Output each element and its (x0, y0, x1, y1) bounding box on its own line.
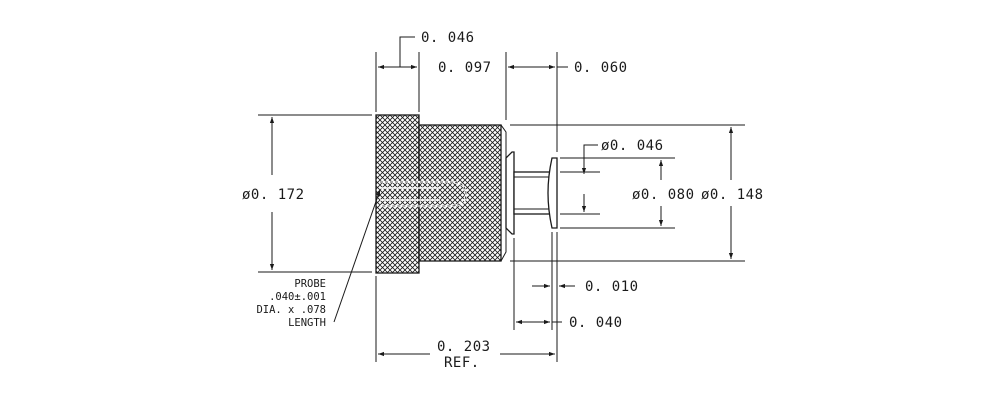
knurled-flange (375, 114, 420, 274)
probe-note-line-4: LENGTH (288, 317, 326, 329)
dimension-0-046-top: 0. 046 (421, 30, 475, 46)
collar (505, 151, 515, 235)
dimension-dia-0-080: ø0. 080 (632, 187, 695, 203)
probe-note: PROBE .040±.001 DIA. x .078 LENGTH (256, 278, 326, 329)
dimension-dia-0-046: ø0. 046 (601, 138, 664, 154)
dimension-0-203: 0. 203 (437, 339, 491, 355)
dimension-dia-0-148: ø0. 148 (701, 187, 764, 203)
dimension-dia-0-172: ø0. 172 (242, 187, 305, 203)
probe-note-line-3: DIA. x .078 (256, 304, 326, 316)
knurled-barrel (418, 124, 502, 262)
dimension-geometry (258, 36, 745, 362)
dimension-0-040: 0. 040 (569, 315, 623, 331)
connector-body (375, 114, 558, 274)
pin-head (547, 157, 558, 229)
pin-shaft (513, 171, 553, 215)
barrel-taper (500, 124, 507, 262)
dimension-0-010: 0. 010 (585, 279, 639, 295)
probe-note-line-1: PROBE (294, 278, 326, 290)
probe-note-line-2: .040±.001 (269, 291, 326, 303)
dimension-0-060: 0. 060 (574, 60, 628, 76)
dimension-ref-label: REF. (444, 355, 480, 371)
dimension-0-097: 0. 097 (438, 60, 492, 76)
